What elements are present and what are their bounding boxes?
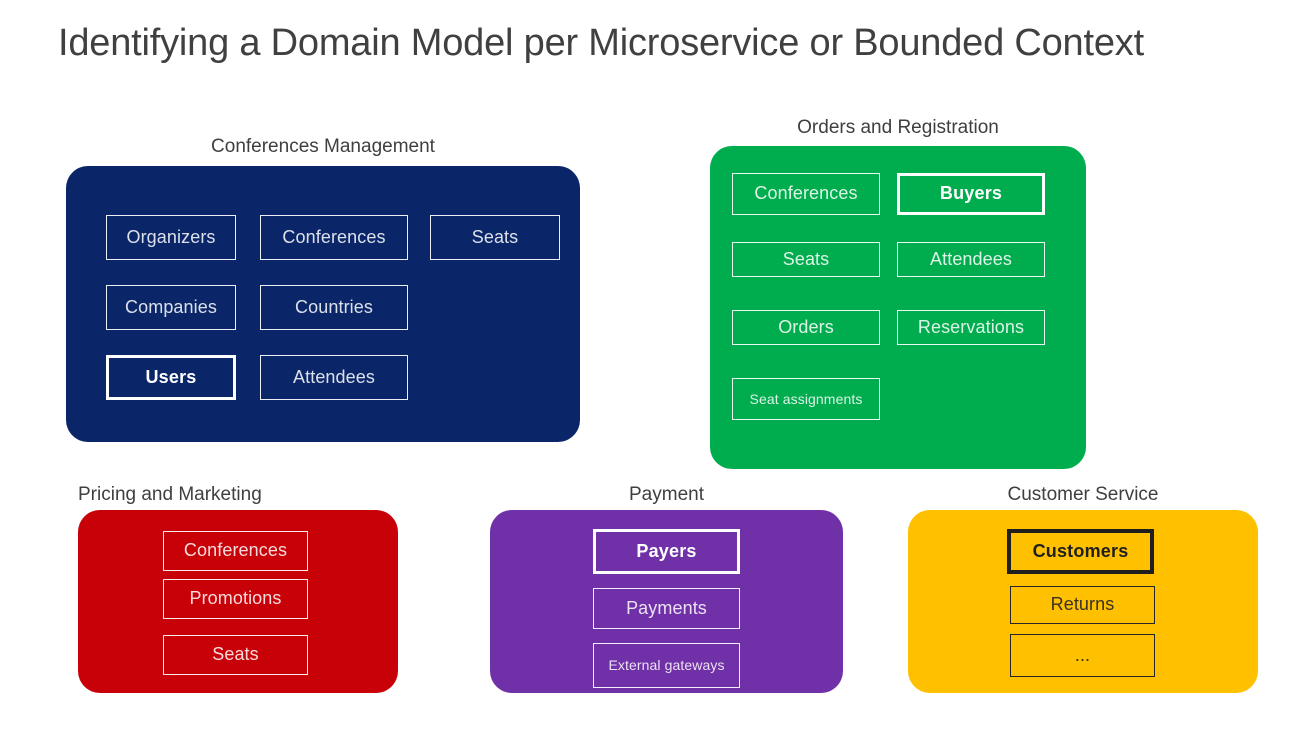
entity-box[interactable]: Payments [593, 588, 740, 629]
entity-label: Seat assignments [749, 390, 863, 407]
panel-label-pricing-and-marketing: Pricing and Marketing [78, 484, 262, 505]
entity-box[interactable]: Companies [106, 285, 236, 330]
entity-label: Companies [125, 296, 217, 317]
entity-label: Conferences [183, 540, 288, 561]
entity-label: Payments [626, 597, 707, 618]
entity-label: Seats [782, 248, 830, 269]
entity-label: External gateways [608, 657, 725, 674]
panel-body-pricing-and-marketing [78, 510, 398, 693]
entity-label: ... [1074, 644, 1091, 665]
entity-label: Attendees [293, 366, 375, 387]
entity-box[interactable]: Seats [163, 635, 308, 675]
entity-box[interactable]: Reservations [897, 310, 1045, 345]
entity-box[interactable]: Seat assignments [732, 378, 880, 420]
entity-box[interactable]: External gateways [593, 643, 740, 688]
entity-box[interactable]: Conferences [260, 215, 408, 260]
entity-box[interactable]: Conferences [732, 173, 880, 215]
entity-box[interactable]: Users [106, 355, 236, 400]
entity-label: Returns [1050, 594, 1115, 615]
entity-box[interactable]: Seats [430, 215, 560, 260]
entity-label: Promotions [189, 588, 282, 609]
entity-box[interactable]: Orders [732, 310, 880, 345]
entity-box[interactable]: Attendees [260, 355, 408, 400]
entity-label: Users [145, 366, 197, 387]
entity-box[interactable]: Conferences [163, 531, 308, 571]
panel-label-conferences-management: Conferences Management [211, 136, 435, 157]
entity-label: Organizers [126, 226, 216, 247]
entity-box[interactable]: Countries [260, 285, 408, 330]
entity-label: Seats [471, 226, 519, 247]
entity-box[interactable]: Buyers [897, 173, 1045, 215]
entity-box[interactable]: Promotions [163, 579, 308, 619]
entity-box[interactable]: Payers [593, 529, 740, 574]
entity-box[interactable]: Returns [1010, 586, 1155, 624]
panel-body-conferences-management [66, 166, 580, 442]
entity-label: Conferences [754, 183, 858, 204]
entity-label: Conferences [282, 226, 386, 247]
entity-box[interactable]: ... [1010, 634, 1155, 677]
entity-box[interactable]: Seats [732, 242, 880, 277]
panel-label-payment: Payment [629, 484, 704, 505]
entity-label: Payers [636, 540, 697, 561]
entity-box[interactable]: Organizers [106, 215, 236, 260]
entity-label: Reservations [917, 316, 1025, 337]
entity-label: Buyers [939, 183, 1003, 204]
entity-label: Seats [212, 644, 259, 665]
panel-body-customer-service [908, 510, 1258, 693]
entity-box[interactable]: Customers [1007, 529, 1154, 574]
panel-label-orders-and-registration: Orders and Registration [797, 117, 999, 138]
entity-label: Countries [295, 296, 373, 317]
panel-label-customer-service: Customer Service [1007, 484, 1159, 505]
entity-label: Attendees [930, 248, 1012, 269]
entity-box[interactable]: Attendees [897, 242, 1045, 277]
entity-label: Orders [778, 316, 834, 337]
panel-body-payment [490, 510, 843, 693]
page-title: Identifying a Domain Model per Microserv… [58, 22, 1144, 64]
entity-label: Customers [1032, 540, 1129, 561]
